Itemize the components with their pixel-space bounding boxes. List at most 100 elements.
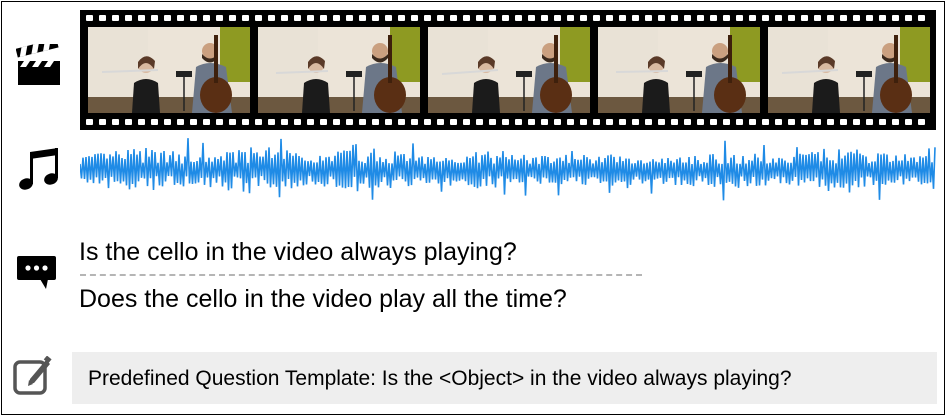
paraphrased-question: Does the cello in the video play all the… bbox=[79, 285, 567, 313]
sprocket-hole bbox=[788, 15, 795, 21]
sprocket-hole bbox=[554, 119, 561, 125]
sprocket-hole bbox=[398, 119, 405, 125]
sprocket-hole bbox=[736, 15, 743, 21]
sprocket-hole bbox=[762, 15, 769, 21]
sprocket-hole bbox=[528, 119, 535, 125]
sprocket-hole bbox=[281, 119, 288, 125]
sprocket-hole bbox=[229, 15, 236, 21]
sprocket-hole bbox=[476, 119, 483, 125]
sprocket-hole bbox=[684, 15, 691, 21]
sprocket-hole bbox=[606, 15, 613, 21]
sprocket-hole bbox=[658, 15, 665, 21]
sprocket-hole bbox=[710, 15, 717, 21]
sprocket-hole bbox=[463, 119, 470, 125]
sprocket-hole bbox=[515, 15, 522, 21]
sprocket-hole bbox=[775, 15, 782, 21]
sprocket-hole bbox=[86, 119, 93, 125]
sprocket-hole bbox=[905, 15, 912, 21]
dashed-divider bbox=[80, 274, 642, 276]
sprocket-hole bbox=[840, 119, 847, 125]
sprocket-hole bbox=[411, 15, 418, 21]
performers-scene bbox=[428, 27, 590, 113]
sprocket-hole bbox=[307, 119, 314, 125]
sprocket-hole bbox=[632, 119, 639, 125]
sprocket-hole bbox=[216, 15, 223, 21]
performers-scene bbox=[598, 27, 760, 113]
chat-bubble-icon bbox=[16, 253, 58, 293]
template-text: Predefined Question Template: Is the <Ob… bbox=[88, 367, 792, 390]
sprocket-hole bbox=[619, 119, 626, 125]
sprocket-hole bbox=[502, 119, 509, 125]
sprocket-hole bbox=[918, 15, 925, 21]
sprocket-hole bbox=[190, 119, 197, 125]
sprocket-hole bbox=[216, 119, 223, 125]
video-frame bbox=[428, 27, 590, 113]
sprocket-hole bbox=[567, 119, 574, 125]
original-question: Is the cello in the video always playing… bbox=[79, 238, 517, 266]
sprocket-hole bbox=[892, 119, 899, 125]
sprocket-hole bbox=[112, 119, 119, 125]
sprocket-hole bbox=[736, 119, 743, 125]
sprocket-hole bbox=[346, 15, 353, 21]
question-template-bar: Predefined Question Template: Is the <Ob… bbox=[72, 352, 937, 404]
sprocket-hole bbox=[749, 15, 756, 21]
sprocket-hole bbox=[203, 15, 210, 21]
sprocket-hole bbox=[645, 15, 652, 21]
sprocket-hole bbox=[515, 119, 522, 125]
sprocket-hole bbox=[489, 15, 496, 21]
sprocket-hole bbox=[827, 15, 834, 21]
sprocket-hole bbox=[476, 15, 483, 21]
sprocket-hole bbox=[242, 119, 249, 125]
sprocket-hole bbox=[801, 119, 808, 125]
sprocket-hole bbox=[580, 119, 587, 125]
sprocket-hole bbox=[567, 15, 574, 21]
sprocket-hole bbox=[294, 119, 301, 125]
performers-scene bbox=[258, 27, 420, 113]
sprocket-hole bbox=[723, 15, 730, 21]
sprocket-hole bbox=[541, 119, 548, 125]
sprocket-hole bbox=[125, 15, 132, 21]
sprocket-hole bbox=[86, 15, 93, 21]
sprocket-hole bbox=[99, 15, 106, 21]
sprocket-hole bbox=[853, 15, 860, 21]
audio-waveform bbox=[80, 138, 936, 201]
sprocket-hole bbox=[424, 15, 431, 21]
sprocket-hole bbox=[554, 15, 561, 21]
sprocket-hole bbox=[411, 119, 418, 125]
sprocket-hole bbox=[151, 15, 158, 21]
sprocket-hole bbox=[333, 119, 340, 125]
sprocket-hole bbox=[593, 119, 600, 125]
sprocket-hole bbox=[840, 15, 847, 21]
sprocket-hole bbox=[320, 15, 327, 21]
sprocket-hole bbox=[229, 119, 236, 125]
clapperboard-icon bbox=[15, 38, 62, 86]
sprocket-hole bbox=[437, 119, 444, 125]
sprocket-hole bbox=[164, 15, 171, 21]
video-film-strip bbox=[80, 10, 936, 130]
sprocket-hole bbox=[684, 119, 691, 125]
sprocket-hole bbox=[255, 119, 262, 125]
sprocket-row-bottom bbox=[80, 117, 936, 127]
sprocket-hole bbox=[788, 119, 795, 125]
sprocket-hole bbox=[528, 15, 535, 21]
sprocket-hole bbox=[619, 15, 626, 21]
sprocket-hole bbox=[502, 15, 509, 21]
sprocket-hole bbox=[463, 15, 470, 21]
sprocket-hole bbox=[138, 119, 145, 125]
video-frame bbox=[88, 27, 250, 113]
video-frame bbox=[768, 27, 930, 113]
sprocket-hole bbox=[268, 15, 275, 21]
sprocket-hole bbox=[541, 15, 548, 21]
sprocket-hole bbox=[697, 119, 704, 125]
sprocket-hole bbox=[372, 15, 379, 21]
sprocket-hole bbox=[489, 119, 496, 125]
sprocket-hole bbox=[918, 119, 925, 125]
sprocket-hole bbox=[268, 119, 275, 125]
sprocket-hole bbox=[385, 15, 392, 21]
sprocket-hole bbox=[398, 15, 405, 21]
sprocket-hole bbox=[905, 119, 912, 125]
sprocket-hole bbox=[372, 119, 379, 125]
sprocket-hole bbox=[697, 15, 704, 21]
sprocket-hole bbox=[307, 15, 314, 21]
sprocket-hole bbox=[125, 119, 132, 125]
